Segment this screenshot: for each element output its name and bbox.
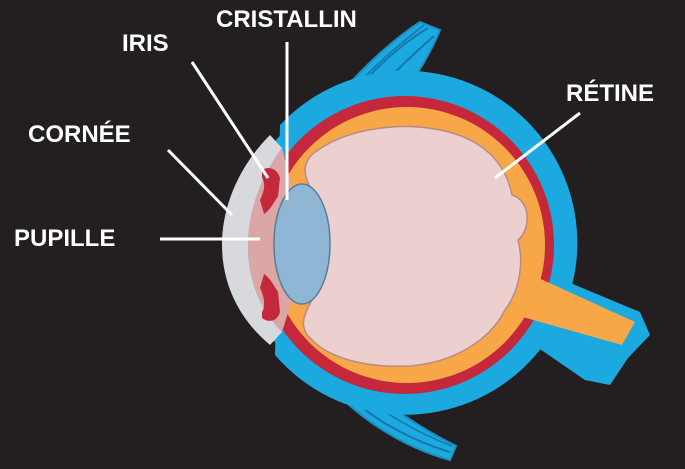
- label-cornee: CORNÉE: [28, 123, 131, 147]
- label-iris: IRIS: [122, 32, 169, 56]
- leader-line-cornee: [168, 150, 232, 215]
- leader-line-iris: [192, 62, 268, 178]
- label-pupille: PUPILLE: [14, 227, 115, 251]
- lens: [274, 184, 330, 304]
- label-cristallin: CRISTALLIN: [216, 8, 357, 32]
- label-retine: RÉTINE: [566, 82, 654, 106]
